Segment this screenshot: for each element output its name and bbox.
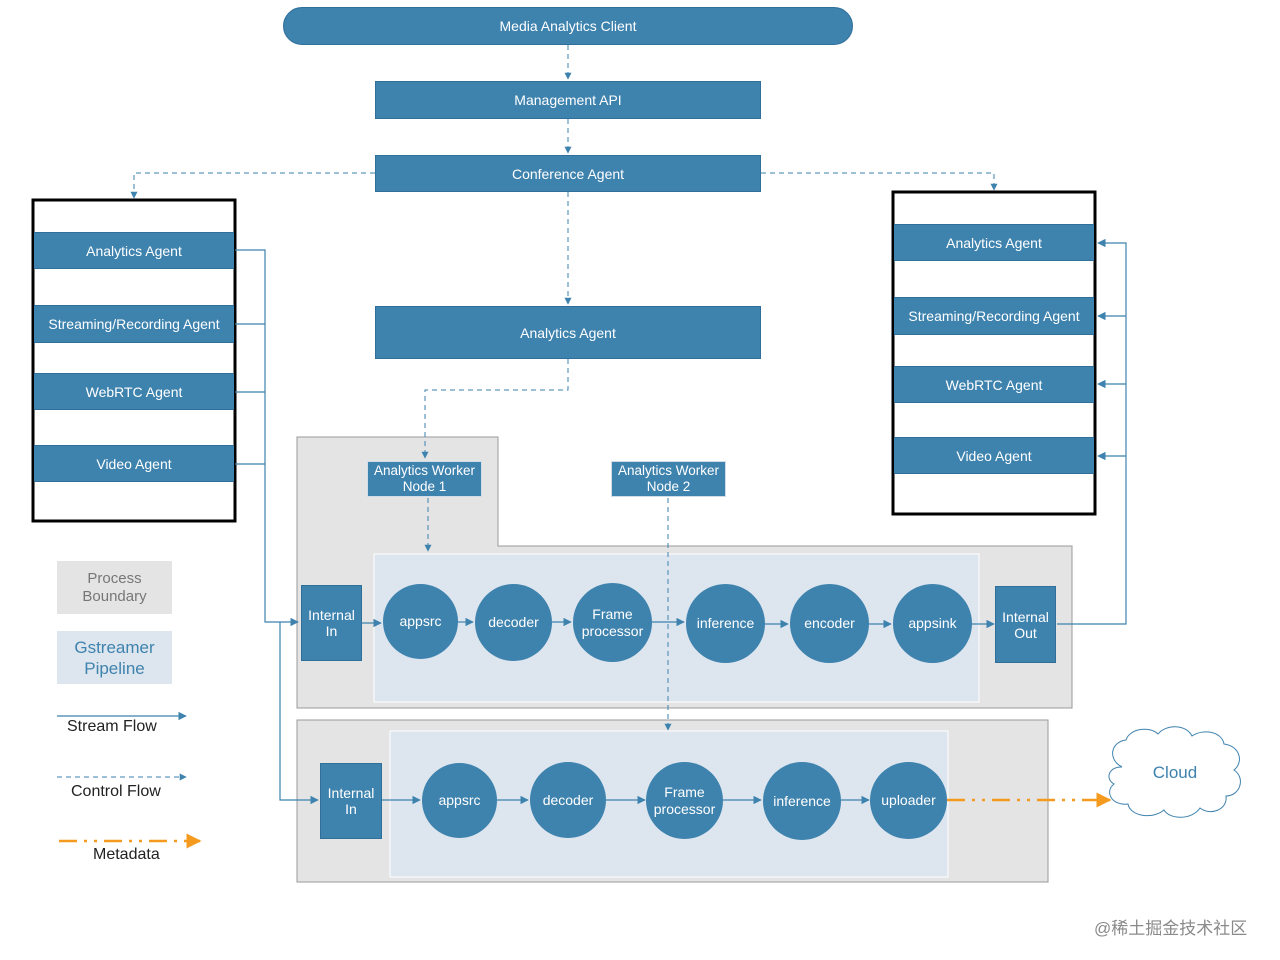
left-streaming-recording-agent[interactable]: Streaming/Recording Agent [34,305,234,343]
p2-frame-processor-line-1: Frame [664,783,705,800]
p2-internal-in-line-1: Internal [327,785,375,801]
p1-frame-processor-line-1: Frame [592,605,633,622]
worker-node-1-line-2: Node 1 [402,479,447,494]
pipeline-2-inference[interactable]: inference [763,762,841,840]
left-webrtc-agent-label: WebRTC Agent [85,383,183,400]
media-analytics-client[interactable]: Media Analytics Client [283,7,853,45]
p1-appsink-label: appsink [908,615,957,631]
right-analytics-agent-label: Analytics Agent [946,234,1042,251]
pipeline-1-inference[interactable]: inference [686,584,765,663]
pipeline-1-decoder[interactable]: decoder [475,584,552,661]
pipeline-2-appsrc[interactable]: appsrc [422,763,497,838]
p2-uploader-label: uploader [881,792,936,808]
pipeline-1-appsink[interactable]: appsink [893,584,972,663]
p1-encoder-label: encoder [804,615,855,631]
pipeline-1-appsrc[interactable]: appsrc [383,584,458,659]
conference-agent-label: Conference Agent [511,165,625,182]
worker-node-1-line-1: Analytics Worker [373,463,476,478]
cloud-icon [1108,726,1241,818]
gstreamer-pipeline-1 [373,553,980,703]
left-analytics-agent-label: Analytics Agent [86,242,182,259]
stream-flow-lines [235,238,1127,805]
cloud-label: Cloud [1152,763,1198,782]
left-agent-group-frame [31,198,237,523]
legend-gstreamer-pipeline-line-1: Gstreamer [74,637,155,657]
left-video-agent[interactable]: Video Agent [34,445,234,482]
right-streaming-recording-agent-label: Streaming/Recording Agent [908,308,1080,324]
p2-internal-in-line-2: In [345,801,357,817]
p1-internal-out-line-2: Out [1014,624,1037,641]
legend-process-boundary-line-2: Boundary [82,587,147,605]
left-video-agent-label: Video Agent [96,455,172,472]
legend-control-flow-label: Control Flow [71,783,161,800]
worker-node-2-line-1: Analytics Worker [617,463,720,478]
p1-internal-in-line-1: Internal [308,607,355,623]
p1-inference-label: inference [696,615,755,631]
right-analytics-agent[interactable]: Analytics Agent [894,224,1094,261]
legend-stream-flow-label: Stream Flow [67,718,157,735]
p1-internal-out-line-1: Internal [1002,608,1049,625]
p1-internal-in-line-2: In [325,623,338,639]
right-agent-group-frame [891,190,1097,516]
pipeline-1-encoder[interactable]: encoder [790,584,869,663]
p2-inference-label: inference [773,792,831,809]
p1-decoder-label: decoder [488,614,539,630]
right-video-agent[interactable]: Video Agent [894,437,1094,474]
analytics-agent-center[interactable]: Analytics Agent [375,306,761,359]
p1-appsrc-label: appsrc [399,613,442,629]
right-webrtc-agent-label: WebRTC Agent [945,376,1043,393]
right-streaming-recording-agent[interactable]: Streaming/Recording Agent [894,297,1094,335]
watermark: @稀土掘金技术社区 [1094,919,1248,938]
p2-appsrc-label: appsrc [438,792,481,808]
pipeline-2-decoder[interactable]: decoder [530,762,606,838]
p2-decoder-label: decoder [542,791,594,808]
legend-gstreamer-pipeline-line-2: Pipeline [84,658,145,678]
right-video-agent-label: Video Agent [956,447,1032,464]
pipeline-2-uploader[interactable]: uploader [870,762,947,839]
conference-agent[interactable]: Conference Agent [375,155,761,192]
control-flow-lines [130,45,998,731]
worker-node-2-line-2: Node 2 [646,479,691,494]
legend-process-boundary-line-1: Process [87,569,142,587]
management-api[interactable]: Management API [375,81,761,119]
management-api-label: Management API [514,92,622,108]
right-webrtc-agent[interactable]: WebRTC Agent [894,366,1094,403]
left-streaming-recording-agent-label: Streaming/Recording Agent [48,316,220,332]
media-analytics-client-label: Media Analytics Client [499,18,637,34]
analytics-agent-center-label: Analytics Agent [520,324,616,341]
left-webrtc-agent[interactable]: WebRTC Agent [34,373,234,410]
legend-metadata-label: Metadata [93,846,160,863]
p1-frame-processor-line-2: processor [581,622,644,639]
p2-frame-processor-line-2: processor [653,800,716,817]
left-analytics-agent[interactable]: Analytics Agent [34,232,234,269]
